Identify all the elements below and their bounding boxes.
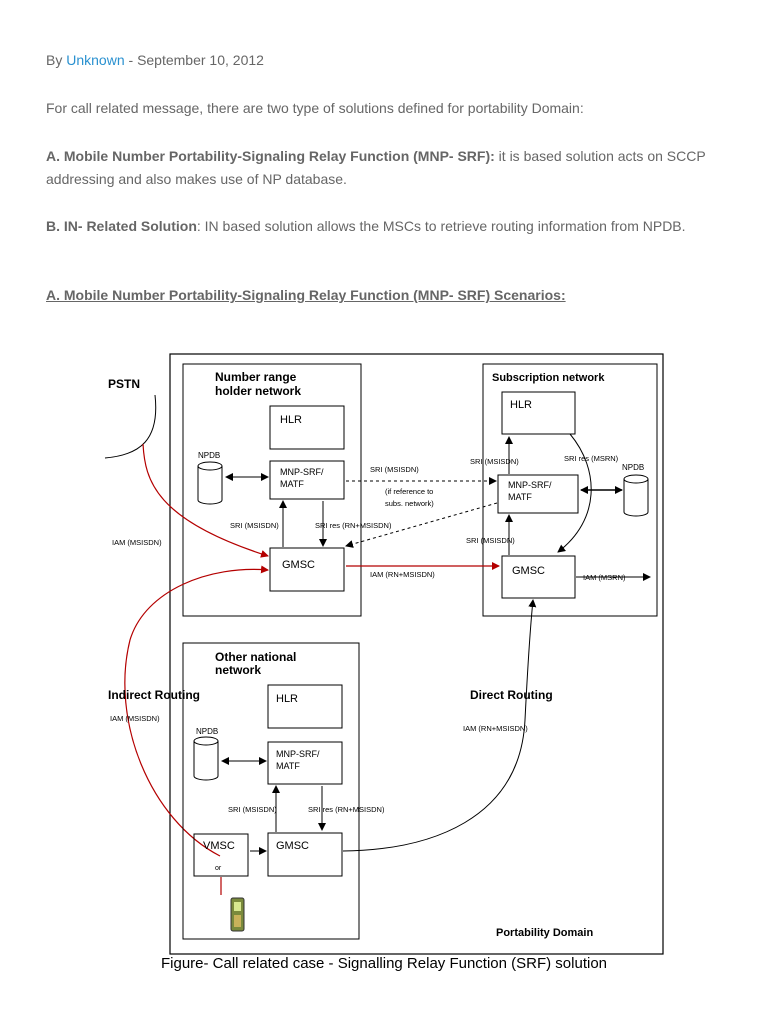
author-link[interactable]: Unknown bbox=[66, 52, 125, 68]
sri-msisdn-label-cross: SRI (MSISDN) bbox=[370, 465, 419, 474]
intro-paragraph: For call related message, there are two … bbox=[46, 100, 584, 116]
sri-res-label-onn: SRI res (RN+MSISDN) bbox=[308, 805, 385, 814]
sub-title: Subscription network bbox=[492, 372, 605, 384]
iam-rn-label-1: IAM (RN+MSISDN) bbox=[370, 570, 435, 579]
npdb-label: NPDB bbox=[198, 451, 220, 460]
onn-title-2: network bbox=[215, 663, 261, 677]
mnp-label-sub-1: MNP-SRF/ bbox=[508, 480, 552, 490]
gmsc-label: GMSC bbox=[282, 559, 315, 571]
hlr-box-sub bbox=[501, 391, 576, 435]
byline: By Unknown - September 10, 2012 bbox=[46, 52, 264, 68]
gmsc-label-sub: GMSC bbox=[512, 565, 545, 577]
solution-b-title: B. IN- Related Solution bbox=[46, 218, 197, 234]
subscription-network-box bbox=[482, 363, 658, 617]
vmsc-box bbox=[193, 833, 249, 877]
or-label: or bbox=[215, 865, 222, 872]
gmsc-box-onn bbox=[267, 832, 343, 877]
hlr-box bbox=[269, 405, 345, 450]
mnp-label-1: MNP-SRF/ bbox=[280, 467, 324, 477]
sri-msisdn-label-sub: SRI (MSISDN) bbox=[470, 457, 519, 466]
hlr-box-onn bbox=[267, 684, 343, 729]
portability-domain-label: Portability Domain bbox=[496, 927, 593, 939]
iam-msrn-label: IAM (MSRN) bbox=[583, 573, 626, 582]
sri-msisdn-label-1: SRI (MSISDN) bbox=[230, 521, 279, 530]
nr-title-1: Number range bbox=[215, 370, 297, 384]
ref-label-2: subs. network) bbox=[385, 499, 434, 508]
direct-routing-label: Direct Routing bbox=[470, 688, 553, 702]
number-range-network-box bbox=[182, 363, 362, 617]
mnp-srf-box bbox=[269, 460, 345, 500]
gmsc-label-onn: GMSC bbox=[276, 840, 309, 852]
hlr-label-sub: HLR bbox=[510, 399, 532, 411]
hlr-label: HLR bbox=[280, 414, 302, 426]
gmsc-box bbox=[269, 547, 345, 592]
solution-a-text: it is based solution acts on SCCP addres… bbox=[46, 148, 706, 187]
date-separator: - bbox=[128, 52, 134, 68]
indirect-routing-label: Indirect Routing bbox=[108, 688, 200, 702]
mnp-label-2: MATF bbox=[280, 479, 304, 489]
sri-res-label-1: SRI res (RN+MSISDN) bbox=[315, 521, 392, 530]
npdb-label-onn: NPDB bbox=[196, 727, 218, 736]
mnp-srf-box-onn bbox=[267, 741, 343, 785]
scenarios-heading: A. Mobile Number Portability-Signaling R… bbox=[46, 287, 566, 303]
ref-label-1: (if reference to bbox=[385, 487, 433, 496]
npdb-label-sub: NPDB bbox=[622, 463, 644, 472]
mnp-label-sub-2: MATF bbox=[508, 492, 532, 502]
onn-title-1: Other national bbox=[215, 650, 296, 664]
sri-res-msrn-label: SRI res (MSRN) bbox=[564, 454, 619, 463]
npdb-icon-sub bbox=[623, 474, 649, 517]
iam-msisdn-label-1: IAM (MSISDN) bbox=[112, 538, 162, 547]
npdb-icon bbox=[197, 461, 223, 505]
mnp-label-onn-2: MATF bbox=[276, 761, 300, 771]
mobile-phone-icon bbox=[230, 897, 245, 932]
mnp-label-onn-1: MNP-SRF/ bbox=[276, 749, 320, 759]
iam-msisdn-label-2: IAM (MSISDN) bbox=[110, 714, 160, 723]
solution-b-text: : IN based solution allows the MSCs to r… bbox=[196, 218, 686, 234]
pstn-boundary bbox=[104, 394, 157, 459]
npdb-icon-onn bbox=[193, 736, 219, 781]
post-date: September 10, 2012 bbox=[137, 52, 264, 68]
by-prefix: By bbox=[46, 52, 63, 68]
pstn-label: PSTN bbox=[108, 377, 140, 391]
figure-caption: Figure- Call related case - Signalling R… bbox=[160, 955, 608, 972]
gmsc-box-sub bbox=[501, 555, 576, 599]
hlr-label-onn: HLR bbox=[276, 693, 298, 705]
solution-b-paragraph: B. IN- Related Solution: IN based soluti… bbox=[46, 215, 736, 238]
portability-domain-box bbox=[169, 353, 664, 955]
mnp-srf-box-sub bbox=[497, 474, 579, 514]
solution-a-title: A. Mobile Number Portability-Signaling R… bbox=[46, 148, 495, 164]
other-national-network-box bbox=[182, 642, 360, 940]
sri-msisdn-label-onn: SRI (MSISDN) bbox=[228, 805, 277, 814]
vmsc-label: VMSC bbox=[203, 840, 235, 852]
solution-a-paragraph: A. Mobile Number Portability-Signaling R… bbox=[46, 145, 736, 191]
sri-msisdn-label-sub-2: SRI (MSISDN) bbox=[466, 536, 515, 545]
iam-rn-label-2: IAM (RN+MSISDN) bbox=[463, 724, 528, 733]
nr-title-2: holder network bbox=[215, 384, 301, 398]
